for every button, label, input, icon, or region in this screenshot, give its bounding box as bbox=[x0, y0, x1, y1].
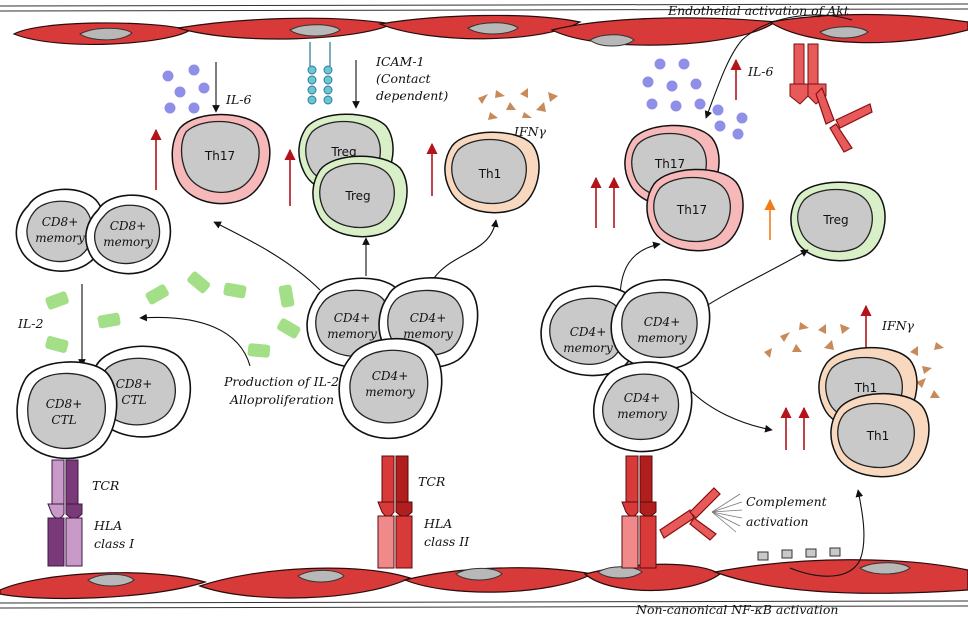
endothelial-akt-label: Endothelial activation of Akt bbox=[667, 3, 850, 18]
antibody-icon bbox=[659, 487, 721, 541]
svg-text:CD4+: CD4+ bbox=[372, 369, 409, 383]
cd4-memory-right-c: CD4+ memory bbox=[592, 361, 693, 453]
hla1-label-1: HLA bbox=[93, 518, 122, 533]
treg-cell-right: Treg bbox=[790, 181, 886, 262]
cd8-memory-b: CD8+ memory bbox=[85, 194, 172, 275]
svg-text:memory: memory bbox=[365, 385, 415, 399]
cd8-ctl-a: CD8+ CTL bbox=[16, 361, 118, 460]
tcr-hla-class-ii-mid bbox=[377, 455, 413, 569]
il6-label-left: IL-6 bbox=[225, 92, 251, 107]
cd4-memory-right-b: CD4+ memory bbox=[610, 279, 711, 371]
hla2-label-1: HLA bbox=[423, 516, 452, 531]
nfkb-label: Non-canonical NF-κB activation bbox=[635, 602, 838, 617]
ifng-label-top: IFNγ bbox=[513, 124, 547, 139]
svg-text:CD4+: CD4+ bbox=[644, 315, 681, 329]
svg-text:memory: memory bbox=[35, 231, 85, 245]
svg-text:Th1: Th1 bbox=[854, 381, 878, 395]
svg-text:Th1: Th1 bbox=[866, 429, 890, 443]
tcr-label-left: TCR bbox=[92, 478, 119, 493]
il6-cytokines-right bbox=[642, 58, 748, 140]
svg-text:CD4+: CD4+ bbox=[334, 311, 371, 325]
ifng-cytokines-top bbox=[478, 88, 558, 120]
alloproliferation-label: Alloproliferation bbox=[229, 392, 334, 407]
th1-cell-top: Th1 bbox=[444, 131, 540, 214]
icam1-label-1: ICAM-1 bbox=[375, 54, 425, 69]
endothelium-bottom bbox=[0, 489, 968, 609]
svg-text:CD4+: CD4+ bbox=[570, 325, 607, 339]
treg-cell-top-b: Treg bbox=[312, 155, 408, 238]
svg-text:Treg: Treg bbox=[344, 189, 370, 203]
complement-fan bbox=[711, 493, 743, 533]
th1-cell-right-b: Th1 bbox=[830, 392, 930, 478]
icam1-receptor bbox=[307, 42, 333, 105]
svg-text:CD8+: CD8+ bbox=[116, 377, 153, 391]
svg-text:CD4+: CD4+ bbox=[410, 311, 447, 325]
svg-text:Th17: Th17 bbox=[654, 157, 685, 171]
svg-text:CTL: CTL bbox=[121, 393, 146, 407]
svg-text:memory: memory bbox=[617, 407, 667, 421]
production-il2-label: Production of IL-2 bbox=[223, 374, 339, 389]
svg-text:CD4+: CD4+ bbox=[624, 391, 661, 405]
cd4-memory-mid-b: CD4+ memory bbox=[378, 277, 479, 369]
hla1-label-2: class I bbox=[94, 536, 135, 551]
hla2-label-2: class II bbox=[424, 534, 470, 549]
svg-text:Th1: Th1 bbox=[478, 167, 502, 181]
endothelium-top bbox=[0, 3, 968, 47]
il2-label: IL-2 bbox=[17, 316, 43, 331]
svg-text:CD8+: CD8+ bbox=[110, 219, 147, 233]
svg-text:memory: memory bbox=[637, 331, 687, 345]
complement-label-2: activation bbox=[746, 514, 809, 529]
antibody-icon bbox=[815, 86, 873, 153]
ifng-label-right: IFNγ bbox=[881, 318, 915, 333]
il6-cytokines-left bbox=[162, 64, 210, 114]
tcr-hla-class-i bbox=[47, 459, 83, 567]
cd8-memory-a: CD8+ memory bbox=[15, 188, 106, 272]
svg-text:memory: memory bbox=[403, 327, 453, 341]
svg-text:Treg: Treg bbox=[330, 145, 356, 159]
th17-cell-right-b: Th17 bbox=[646, 168, 744, 252]
svg-text:Treg: Treg bbox=[822, 213, 848, 227]
svg-text:Th17: Th17 bbox=[676, 203, 707, 217]
svg-text:memory: memory bbox=[103, 235, 153, 249]
th17-cell-left: Th17 bbox=[171, 113, 271, 205]
svg-text:memory: memory bbox=[327, 327, 377, 341]
svg-text:CD8+: CD8+ bbox=[42, 215, 79, 229]
icam1-label-2: (Contact bbox=[376, 71, 431, 86]
svg-text:memory: memory bbox=[563, 341, 613, 355]
nfkb-receptors bbox=[757, 547, 841, 561]
il6-label-right: IL-6 bbox=[747, 64, 773, 79]
tcr-hla-class-ii-right bbox=[621, 455, 657, 569]
svg-text:Th17: Th17 bbox=[204, 149, 235, 163]
il2-cytokines bbox=[45, 271, 301, 358]
cd4-memory-mid-c: CD4+ memory bbox=[338, 337, 443, 440]
svg-text:CTL: CTL bbox=[51, 413, 76, 427]
icam1-label-3: dependent) bbox=[376, 88, 448, 103]
svg-text:CD8+: CD8+ bbox=[46, 397, 83, 411]
tcr-label-mid: TCR bbox=[418, 474, 445, 489]
complement-label-1: Complement bbox=[746, 494, 828, 509]
